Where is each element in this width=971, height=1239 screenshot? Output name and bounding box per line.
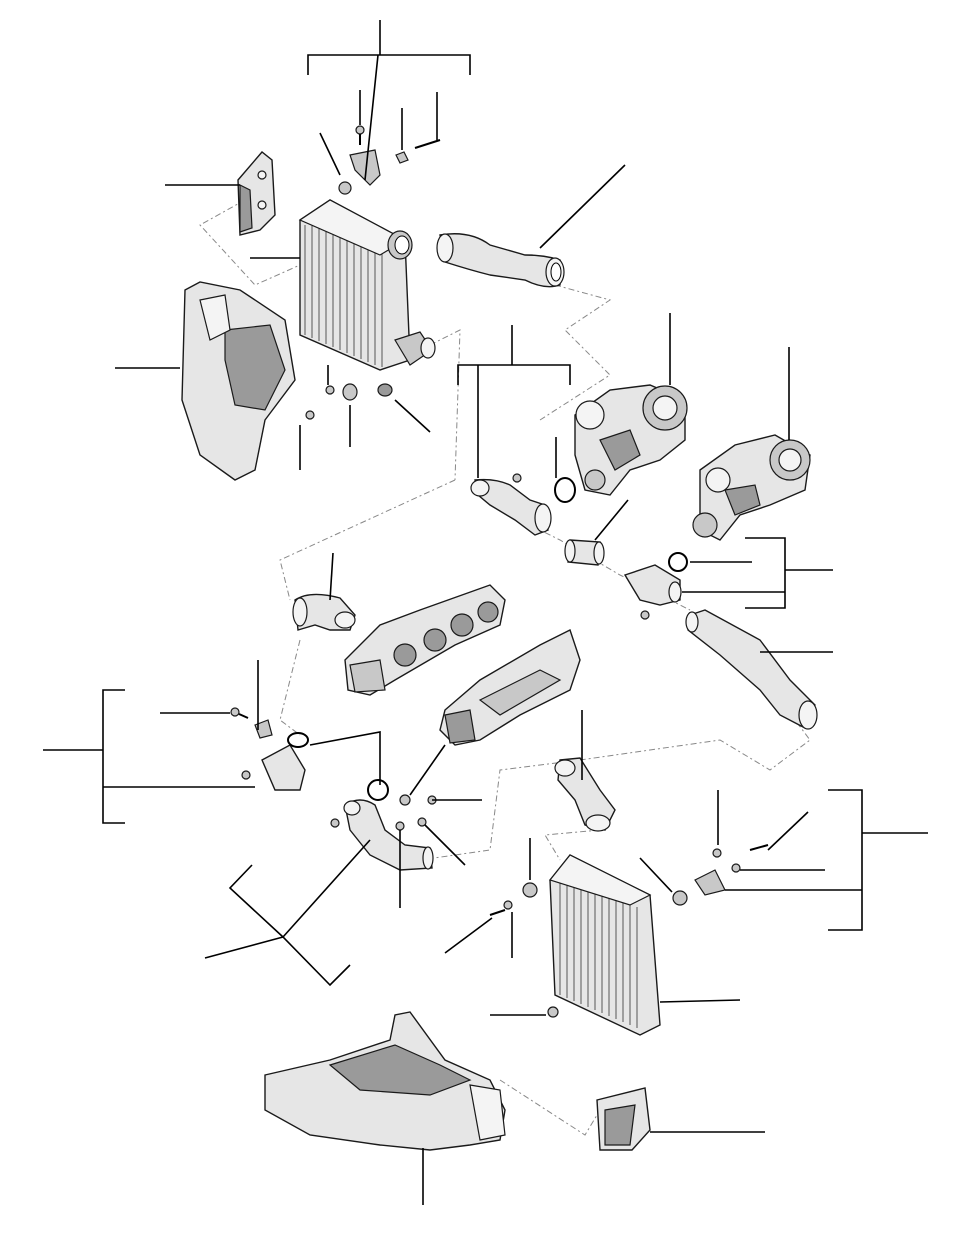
bracket-right [596,1087,651,1151]
adapter-left-lower [230,707,306,791]
connecting-sleeve [564,539,605,566]
air-guide-bottom [264,1011,506,1151]
charge-air-elbow-right [554,757,616,832]
bracket-left [237,151,276,236]
intercooler-left [298,199,436,371]
charge-air-pipe-middle [685,609,818,730]
charge-air-elbow-left [292,593,356,631]
o-ring-middle [668,552,688,572]
charge-air-pipe-lower [330,794,437,871]
turbocharger-right [692,434,811,541]
intake-manifold-right [439,629,581,746]
air-guide-left [181,281,296,481]
o-ring-left [287,732,309,748]
elbow-connector [470,473,552,536]
charge-air-pipe-upper [436,233,565,288]
leader-lines [43,20,928,1205]
o-ring-upper [554,477,576,503]
throttle-elbow [623,564,682,620]
hardware-top [305,125,441,420]
o-ring-lower [367,779,389,801]
intercooler-right [547,854,661,1036]
turbocharger-left [574,384,688,496]
intake-manifold-left [344,584,506,696]
hardware-right [489,844,769,916]
